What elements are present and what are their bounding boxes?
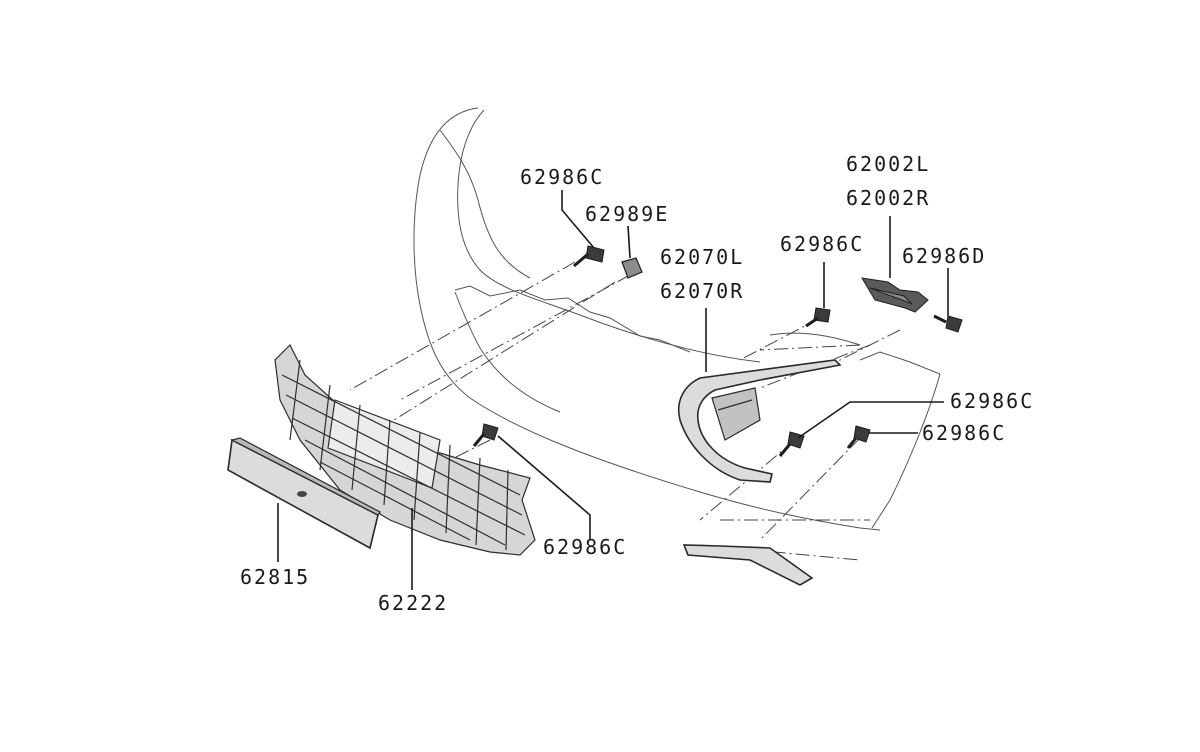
lower-strip-62815 (227, 437, 381, 550)
label-62002r: 62002R (846, 186, 930, 210)
label-62986c-bottom: 62986C (543, 535, 627, 559)
screw-62986c-right2 (846, 425, 871, 449)
front-grille-62222 (274, 343, 536, 556)
lower-side-trim (682, 544, 814, 586)
part-labels: 62986C 62989E 62070L 62070R 62986C 62002… (240, 152, 1034, 615)
screw-62986c-mid (805, 307, 831, 328)
label-62989e: 62989E (585, 202, 669, 226)
screw-62986d (933, 314, 963, 333)
label-62986c-right1: 62986C (950, 389, 1034, 413)
label-62986d: 62986D (902, 244, 986, 268)
side-bezel-62070 (678, 359, 842, 483)
bumper-cover-outline (413, 107, 941, 531)
label-62986c-right2: 62986C (922, 421, 1006, 445)
screw-62986c-top (573, 245, 605, 268)
label-62002l: 62002L (846, 152, 930, 176)
bracket-62002 (861, 277, 929, 313)
screw-62986c-right1 (778, 431, 805, 457)
label-62222: 62222 (378, 591, 448, 615)
label-62815: 62815 (240, 565, 310, 589)
label-62070l: 62070L (660, 245, 744, 269)
screw-62986c-bottom (472, 423, 499, 447)
leader-lines (277, 190, 949, 590)
clip-62989e (621, 257, 643, 279)
label-62986c-mid: 62986C (780, 232, 864, 256)
label-62070r: 62070R (660, 279, 744, 303)
label-62986c-top: 62986C (520, 165, 604, 189)
